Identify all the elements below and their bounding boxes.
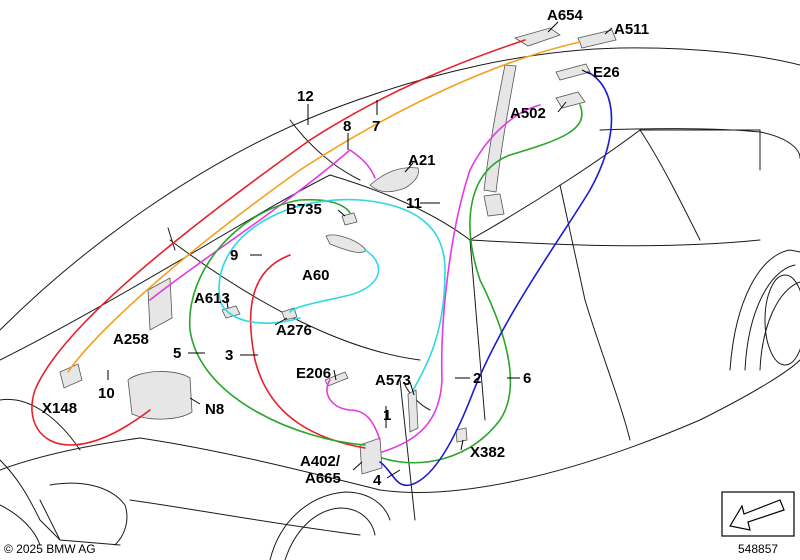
direction-arrow-icon — [721, 491, 795, 537]
component-a21 — [369, 167, 419, 193]
label-a21: A21 — [408, 152, 436, 169]
component-a511 — [577, 29, 617, 49]
wire-orange — [67, 41, 581, 373]
label-n8: N8 — [205, 401, 224, 418]
wire-number-5: 5 — [173, 345, 181, 362]
wire-green-5 — [188, 198, 366, 446]
component-a613 — [221, 305, 241, 319]
diagram-number: 548857 — [738, 542, 778, 556]
wire-number-3: 3 — [225, 347, 233, 364]
label-a276: A276 — [276, 322, 312, 339]
component-a573 — [407, 389, 419, 433]
wire-number-10: 10 — [98, 385, 115, 402]
component-a258 — [147, 277, 173, 331]
wire-number-9: 9 — [230, 247, 238, 264]
wire-number-7: 7 — [372, 118, 380, 135]
label-a511: A511 — [614, 21, 649, 38]
label-a654: A654 — [547, 7, 584, 24]
wires — [31, 39, 613, 487]
wire-number-2: 2 — [473, 370, 481, 387]
labels: A654 A511 E26 A502 A21 B735 A60 A613 A27… — [42, 7, 649, 489]
component-n8 — [127, 371, 193, 420]
wire-magenta-8 — [149, 149, 376, 301]
label-a665-text: A665 — [305, 470, 341, 487]
component-b735 — [341, 212, 358, 226]
component-e26 — [555, 63, 591, 81]
component-x382 — [455, 427, 468, 443]
wire-red-3 — [249, 254, 366, 449]
leader-lines — [107, 21, 613, 479]
label-b735: B735 — [286, 201, 322, 218]
components — [59, 27, 617, 475]
component-a502 — [555, 91, 586, 109]
label-e206: E206 — [296, 365, 331, 382]
wire-number-8: 8 — [343, 118, 351, 135]
component-a276 — [281, 307, 298, 321]
wire-magenta-2 — [381, 104, 541, 453]
wire-red — [31, 39, 526, 446]
label-a258: A258 — [113, 331, 149, 348]
label-a502: A502 — [510, 105, 546, 122]
wire-number-6: 6 — [523, 370, 531, 387]
wire-green-6 — [381, 104, 583, 464]
label-a613: A613 — [194, 290, 230, 307]
wire-blue-4 — [379, 71, 613, 487]
component-a60 — [325, 234, 367, 253]
component-a402-a665 — [359, 437, 383, 475]
label-x148: X148 — [42, 400, 77, 417]
wire-magenta-e206 — [326, 379, 381, 441]
wire-number-1: 1 — [383, 407, 391, 424]
copyright: © 2025 BMW AG — [4, 542, 96, 556]
label-a573: A573 — [375, 372, 411, 389]
label-x382: X382 — [470, 444, 505, 461]
wire-cyan-a60 — [289, 249, 380, 313]
component-a654 — [514, 27, 561, 47]
wire-number-12: 12 — [297, 88, 314, 105]
wire-cyan — [218, 198, 446, 393]
label-a60: A60 — [302, 267, 330, 284]
wire-number-4: 4 — [373, 472, 382, 489]
label-e26: E26 — [593, 64, 620, 81]
label-a402: A402/ — [300, 453, 341, 470]
wire-number-11: 11 — [406, 195, 422, 212]
car-body-outline — [0, 47, 800, 560]
component-e206 — [324, 371, 349, 387]
roof-harness-connector — [483, 193, 505, 217]
